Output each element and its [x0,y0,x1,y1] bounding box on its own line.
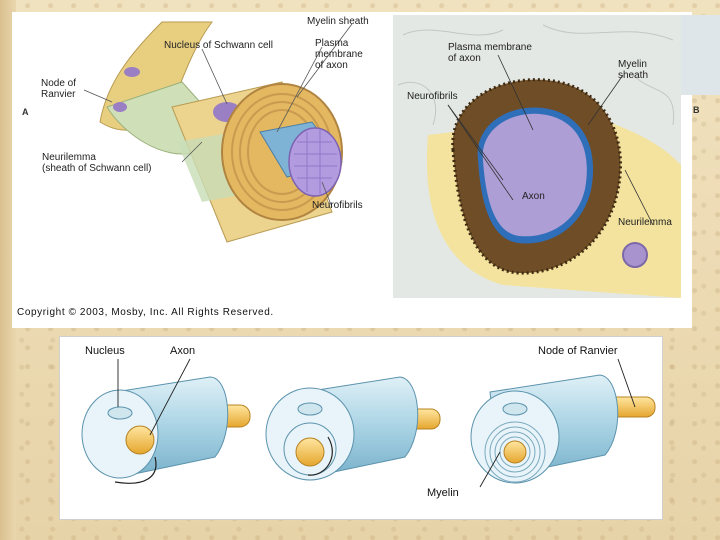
label-a-plasma-membrane: Plasma membrane of axon [315,38,363,71]
myelination-step-3 [470,374,656,484]
label-a-myelin-sheath: Myelin sheath [307,16,369,27]
panel-b-letter: B [693,105,700,115]
label-a-neurofibrils: Neurofibrils [312,200,363,211]
label-nucleus: Nucleus [85,345,125,357]
top-figure-panel: A B Myelin sheath Nucleus of Schwann cel… [12,12,700,328]
label-b-plasma-membrane: Plasma membrane of axon [448,42,532,64]
label-a-node-of-ranvier: Node of Ranvier [41,78,77,100]
copyright-text: Copyright © 2003, Mosby, Inc. All Rights… [17,307,274,318]
panel-b-micrograph: Plasma membrane of axon Myelin sheath Ne… [393,15,681,298]
label-node-of-ranvier: Node of Ranvier [538,345,618,357]
label-a-nucleus-schwann: Nucleus of Schwann cell [164,40,273,51]
bottom-figure-panel: Nucleus Axon Node of Ranvier Myelin [59,336,663,520]
label-b-neurilemma: Neurilemma [618,217,672,228]
label-a-neurilemma: Neurilemma (sheath of Schwann cell) [42,152,152,174]
label-b-neurofibrils: Neurofibrils [407,91,458,102]
myelination-steps-illustration [81,358,656,488]
panel-a-illustration [83,21,353,243]
panel-a-letter: A [22,107,29,117]
label-myelin: Myelin [427,487,459,499]
myelination-step-2 [265,376,441,481]
label-axon: Axon [170,345,196,357]
micrograph-illustration [393,15,681,298]
label-b-axon: Axon [522,191,545,202]
myelination-step-1 [81,376,251,484]
right-edge-strip [681,15,720,95]
label-b-myelin-sheath: Myelin sheath [618,59,649,81]
